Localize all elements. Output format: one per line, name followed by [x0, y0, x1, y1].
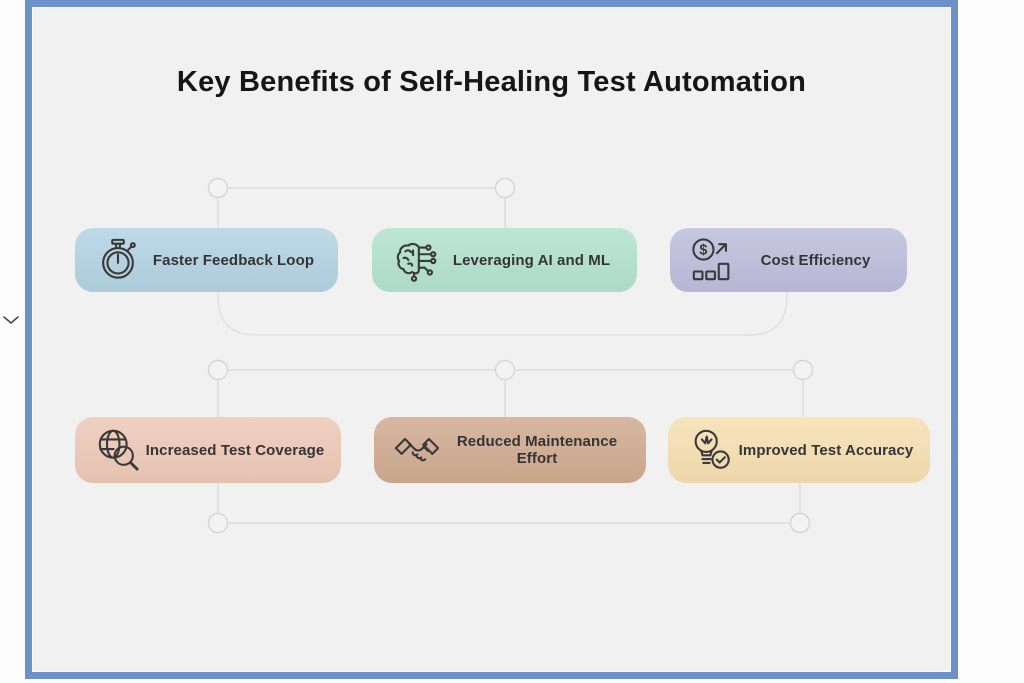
benefit-card-improved-test-accuracy[interactable]: Improved Test Accuracy — [668, 417, 930, 483]
benefit-label: Faster Feedback Loop — [152, 251, 315, 269]
handshake-icon — [394, 427, 440, 473]
benefit-label: Improved Test Accuracy — [738, 441, 914, 459]
benefit-label: Increased Test Coverage — [145, 441, 325, 459]
benefit-card-cost-efficiency[interactable]: $ Cost Efficiency — [670, 228, 907, 292]
chevron-down-icon[interactable] — [1, 310, 21, 330]
diagram-title: Key Benefits of Self-Healing Test Automa… — [176, 66, 807, 98]
benefit-label: Cost Efficiency — [760, 251, 871, 269]
globe-magnifier-icon — [95, 427, 141, 473]
benefit-label: Reduced Maintenance Effort — [456, 433, 618, 467]
lightbulb-check-icon — [688, 427, 734, 473]
benefit-card-faster-feedback-loop[interactable]: Faster Feedback Loop — [75, 228, 338, 292]
benefit-card-increased-test-coverage[interactable]: Increased Test Coverage — [75, 417, 341, 483]
diagram-canvas[interactable] — [25, 0, 958, 679]
benefit-label: Leveraging AI and ML — [452, 251, 611, 269]
stopwatch-icon — [95, 237, 141, 283]
dollar-growth-icon: $ — [690, 237, 736, 283]
benefit-card-leveraging-ai-and-ml[interactable]: Leveraging AI and ML — [372, 228, 637, 292]
svg-text:$: $ — [699, 243, 707, 259]
ai-brain-circuit-icon — [392, 237, 438, 283]
benefit-card-reduced-maintenance-effort[interactable]: Reduced Maintenance Effort — [374, 417, 646, 483]
